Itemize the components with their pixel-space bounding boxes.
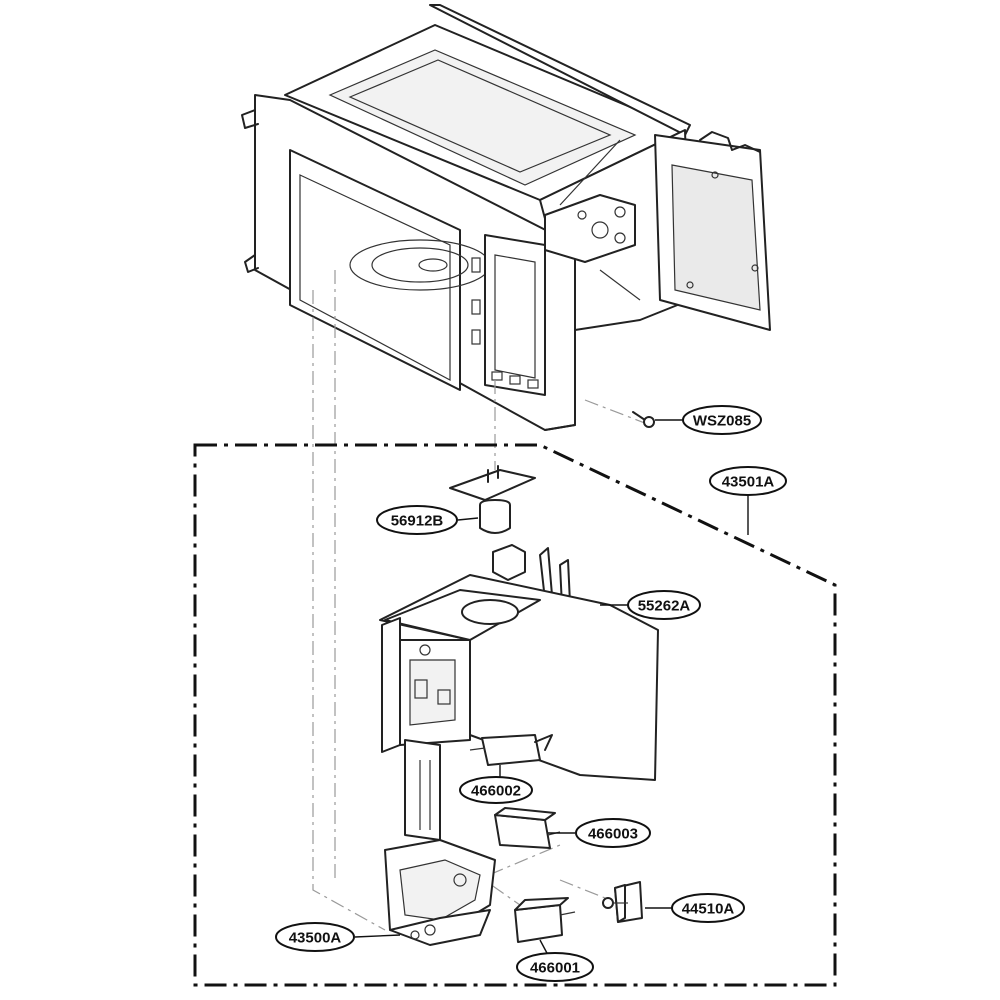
microswitch-466001-part [514,897,576,943]
callout-56912b[interactable]: 56912B [376,505,458,535]
microswitch-466003-part [494,807,561,849]
callout-label: 466002 [471,783,521,800]
callout-466003[interactable]: 466003 [575,818,651,848]
callout-label: 44510A [682,901,735,918]
switch-housing-55262a-part [379,544,659,841]
callout-label: 43500A [289,930,342,947]
callout-label: 466001 [530,960,580,977]
lever-base-43500a-part [384,839,496,946]
callout-wsz085[interactable]: WSZ085 [682,405,762,435]
lamp-56912b-part [449,465,536,534]
callout-466001[interactable]: 466001 [516,952,594,982]
callout-55262a[interactable]: 55262A [627,590,701,620]
callout-label: 55262A [638,598,691,615]
microwave-cavity-assembly [241,4,771,431]
leader-lines [354,419,749,956]
callout-43501a[interactable]: 43501A [709,466,787,496]
kit-boundary-43501a [193,443,837,987]
catch-44510a-part [602,881,643,923]
screw-wsz085-part [632,411,655,428]
callout-label: 43501A [722,474,775,491]
microswitch-466002-part [469,734,553,766]
callout-466002[interactable]: 466002 [459,776,533,804]
callout-label: 56912B [391,513,444,530]
callout-44510a[interactable]: 44510A [671,893,745,923]
callout-43500a[interactable]: 43500A [275,922,355,952]
callout-label: 466003 [588,826,638,843]
callout-label: WSZ085 [693,413,751,430]
